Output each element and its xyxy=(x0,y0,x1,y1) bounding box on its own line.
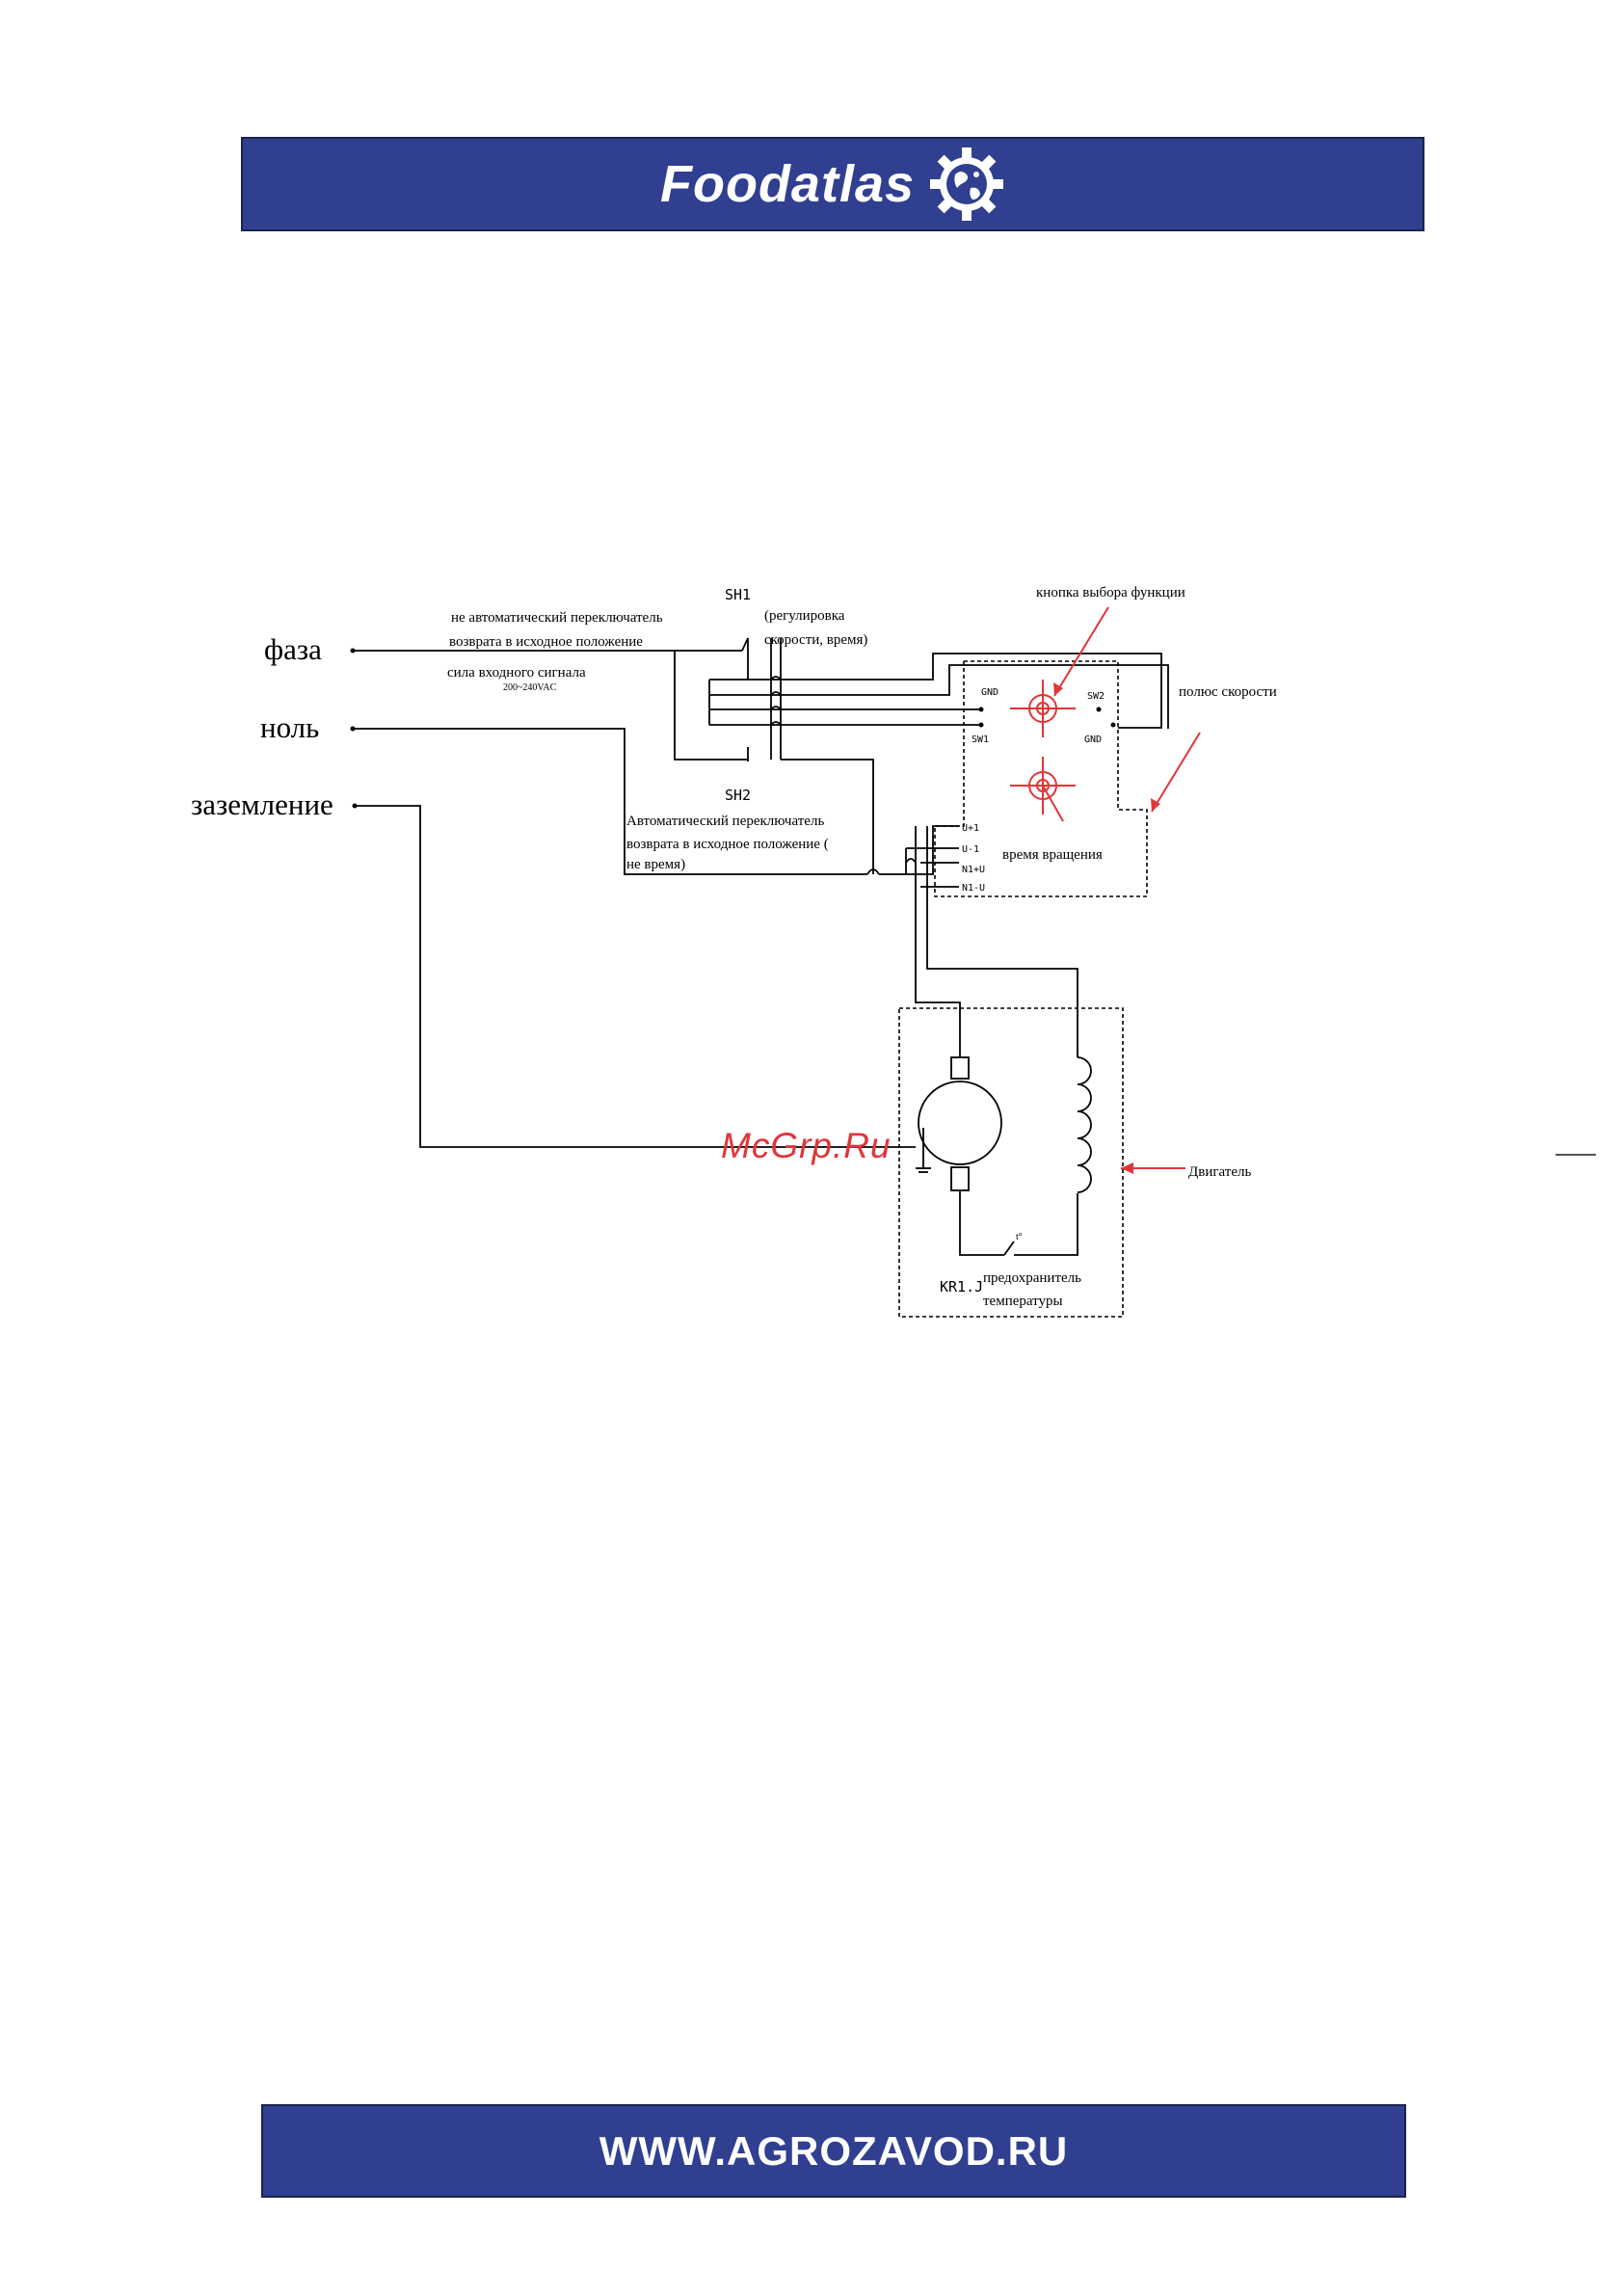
footer-url[interactable]: WWW.AGROZAVOD.RU xyxy=(599,2127,1069,2174)
terminal-n1-plus-u: N1+U xyxy=(962,865,985,875)
thermal-line1: предохранитель xyxy=(983,1270,1081,1286)
sh2-id: SH2 xyxy=(725,787,751,804)
ground-label: заземление xyxy=(191,788,333,821)
input-signal-label: сила входного сигнала xyxy=(447,665,586,681)
thermal-id: KR1.J xyxy=(940,1278,983,1295)
watermark: McGrp.Ru xyxy=(721,1126,892,1165)
margin-mark xyxy=(1556,1154,1596,1156)
speed-board-label: полюс скорости xyxy=(1179,684,1277,700)
pin-sw1: SW1 xyxy=(972,734,989,745)
thermal-symbol: t° xyxy=(1016,1232,1023,1242)
sh1-note-line2: скорости, время) xyxy=(764,632,867,648)
pin-gnd-right: GND xyxy=(1084,734,1102,745)
gear-globe-icon xyxy=(930,147,1004,221)
sh2-desc-line2: возврата в исходное положение ( xyxy=(626,837,829,852)
pin-gnd-left: GND xyxy=(981,687,998,698)
rotation-time-label: время вращения xyxy=(1002,847,1103,863)
sh1-desc-line2: возврата в исходное положение xyxy=(449,634,643,650)
motor-label: Двигатель xyxy=(1188,1164,1251,1180)
sh1-desc-line1: не автоматический переключатель xyxy=(451,610,663,626)
pin-sw2: SW2 xyxy=(1087,691,1105,702)
input-voltage: 200~240VAC xyxy=(503,682,557,693)
footer-banner: WWW.AGROZAVOD.RU xyxy=(261,2104,1406,2198)
brand-logo-text: Foodatlas xyxy=(659,155,916,213)
header-banner: Foodatlas xyxy=(241,137,1424,231)
function-button-label: кнопка выбора функции xyxy=(1036,585,1185,601)
terminal-n1-minus-u: N1-U xyxy=(962,883,985,894)
neutral-label: ноль xyxy=(260,710,319,744)
thermal-line2: температуры xyxy=(983,1294,1063,1309)
sh2-desc-line1: Автоматический переключатель xyxy=(626,814,824,829)
sh1-note-line1: (регулировка xyxy=(764,608,845,624)
terminal-u-plus-1: U+1 xyxy=(962,823,979,834)
sh1-id: SH1 xyxy=(725,586,751,603)
terminal-u-minus-1: U-1 xyxy=(962,844,979,855)
phase-label: фаза xyxy=(264,632,322,666)
sh2-desc-line3: не время) xyxy=(626,857,685,872)
